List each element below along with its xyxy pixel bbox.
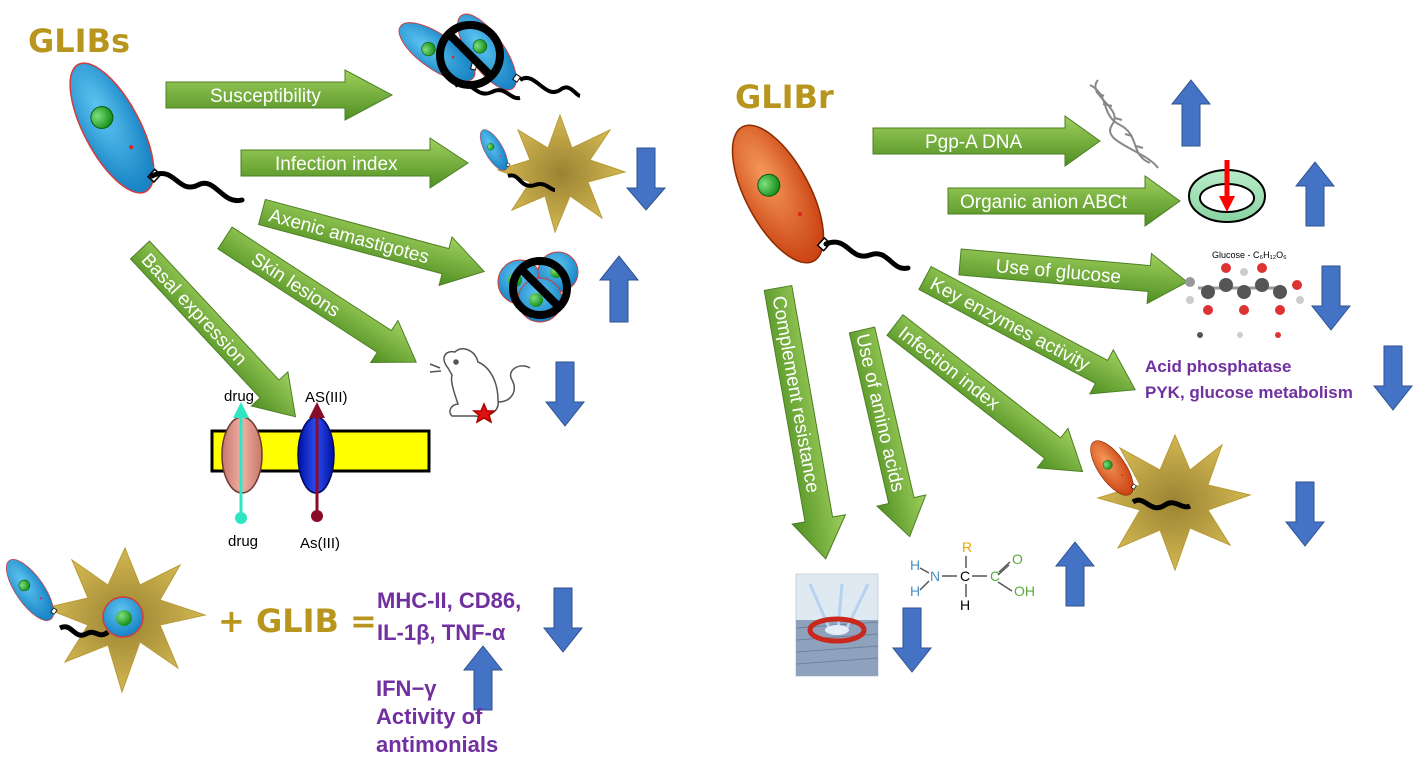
activity-line1: Activity of [376, 704, 483, 729]
arrow-susceptibility: Susceptibility [165, 69, 394, 121]
down-arrow-complement [891, 607, 933, 673]
arrow-complement: Complement resistance [763, 284, 847, 560]
down-arrow-enzymes [1372, 345, 1414, 411]
aa-n: N [930, 568, 940, 584]
macrophage-bottom-icon [0, 546, 207, 694]
label-infection-index: Infection index [275, 154, 398, 175]
as-top-label: AS(III) [305, 389, 348, 406]
label-infection-right: Infection index [894, 323, 1004, 415]
amino-acid-icon: R H N H C H C O OH [910, 539, 1035, 613]
left-title: GLIBs [28, 22, 130, 60]
right-title: GLIBr [735, 78, 834, 116]
aa-c2: C [990, 568, 1000, 584]
arrow-infection-right: Infection index [886, 314, 1084, 473]
membrane-diagram: drug AS(III) drug As(III) [210, 388, 431, 552]
label-pgp: Pgp-A DNA [925, 132, 1022, 153]
plus-glib: + GLIB = [218, 602, 377, 640]
drug-bottom-label: drug [228, 533, 258, 550]
transporter-ring-icon [1188, 160, 1266, 223]
aa-c: C [960, 568, 970, 584]
as-bottom-label: As(III) [300, 535, 340, 552]
glucose-caption: Glucose - C₆H₁₂O₆ [1212, 250, 1287, 260]
down-arrow-skin [544, 361, 586, 427]
down-arrow-glucose [1310, 265, 1352, 331]
arrow-glucose: Use of glucose [958, 248, 1189, 305]
parasite-icon [52, 50, 172, 206]
up-arrow-ifn [462, 645, 504, 711]
no-sign-icon [509, 257, 571, 319]
complement-pore-icon [795, 573, 879, 677]
activity-line2: antimonials [376, 732, 498, 757]
down-arrow-infection-left [625, 147, 667, 211]
label-organic: Organic anion ABCt [960, 192, 1128, 213]
macrophage-icon [474, 113, 627, 234]
up-arrow-axenic [598, 255, 640, 323]
arrow-pgp: Pgp-A DNA [872, 115, 1101, 167]
parasite-resistant-icon [713, 111, 843, 277]
label-susceptibility: Susceptibility [210, 86, 321, 107]
immune-markers-line1: MHC-II, CD86, [377, 588, 521, 613]
aa-o: O [1012, 551, 1023, 567]
immune-markers-line2: IL-1β, TNF-α [377, 620, 506, 645]
up-arrow-pgp [1170, 79, 1212, 147]
enzymes-line1: Acid phosphatase [1145, 357, 1291, 376]
arrow-infection-index: Infection index [240, 137, 469, 189]
up-arrow-amino [1054, 541, 1096, 607]
blocked-parasites [390, 5, 581, 101]
dna-icon [1089, 79, 1159, 169]
ifn-gamma: IFN−γ [376, 676, 437, 701]
arrow-organic: Organic anion ABCt [947, 175, 1181, 227]
down-arrow-markers [542, 587, 584, 653]
flagellum-resistant [823, 239, 911, 271]
blocked-amastigotes [497, 251, 579, 323]
drug-top-label: drug [224, 388, 254, 405]
no-sign-icon [436, 21, 504, 89]
up-arrow-organic [1294, 161, 1336, 227]
mouse-icon [429, 348, 531, 424]
flagellum [149, 171, 245, 203]
down-arrow-infection-right [1284, 481, 1326, 547]
aa-h1: H [910, 557, 920, 573]
enzymes-line2: PYK, glucose metabolism [1145, 383, 1353, 402]
label-skin-lesions: Skin lesions [247, 249, 343, 322]
aa-h2: H [910, 583, 920, 599]
aa-h3: H [960, 597, 970, 613]
macrophage-right-icon [1082, 433, 1252, 572]
aa-oh: OH [1014, 583, 1035, 599]
label-basal-expression: Basal expression [137, 250, 251, 370]
aa-r: R [962, 539, 972, 555]
glucose-molecule-icon: Glucose - C₆H₁₂O₆ [1185, 250, 1304, 338]
